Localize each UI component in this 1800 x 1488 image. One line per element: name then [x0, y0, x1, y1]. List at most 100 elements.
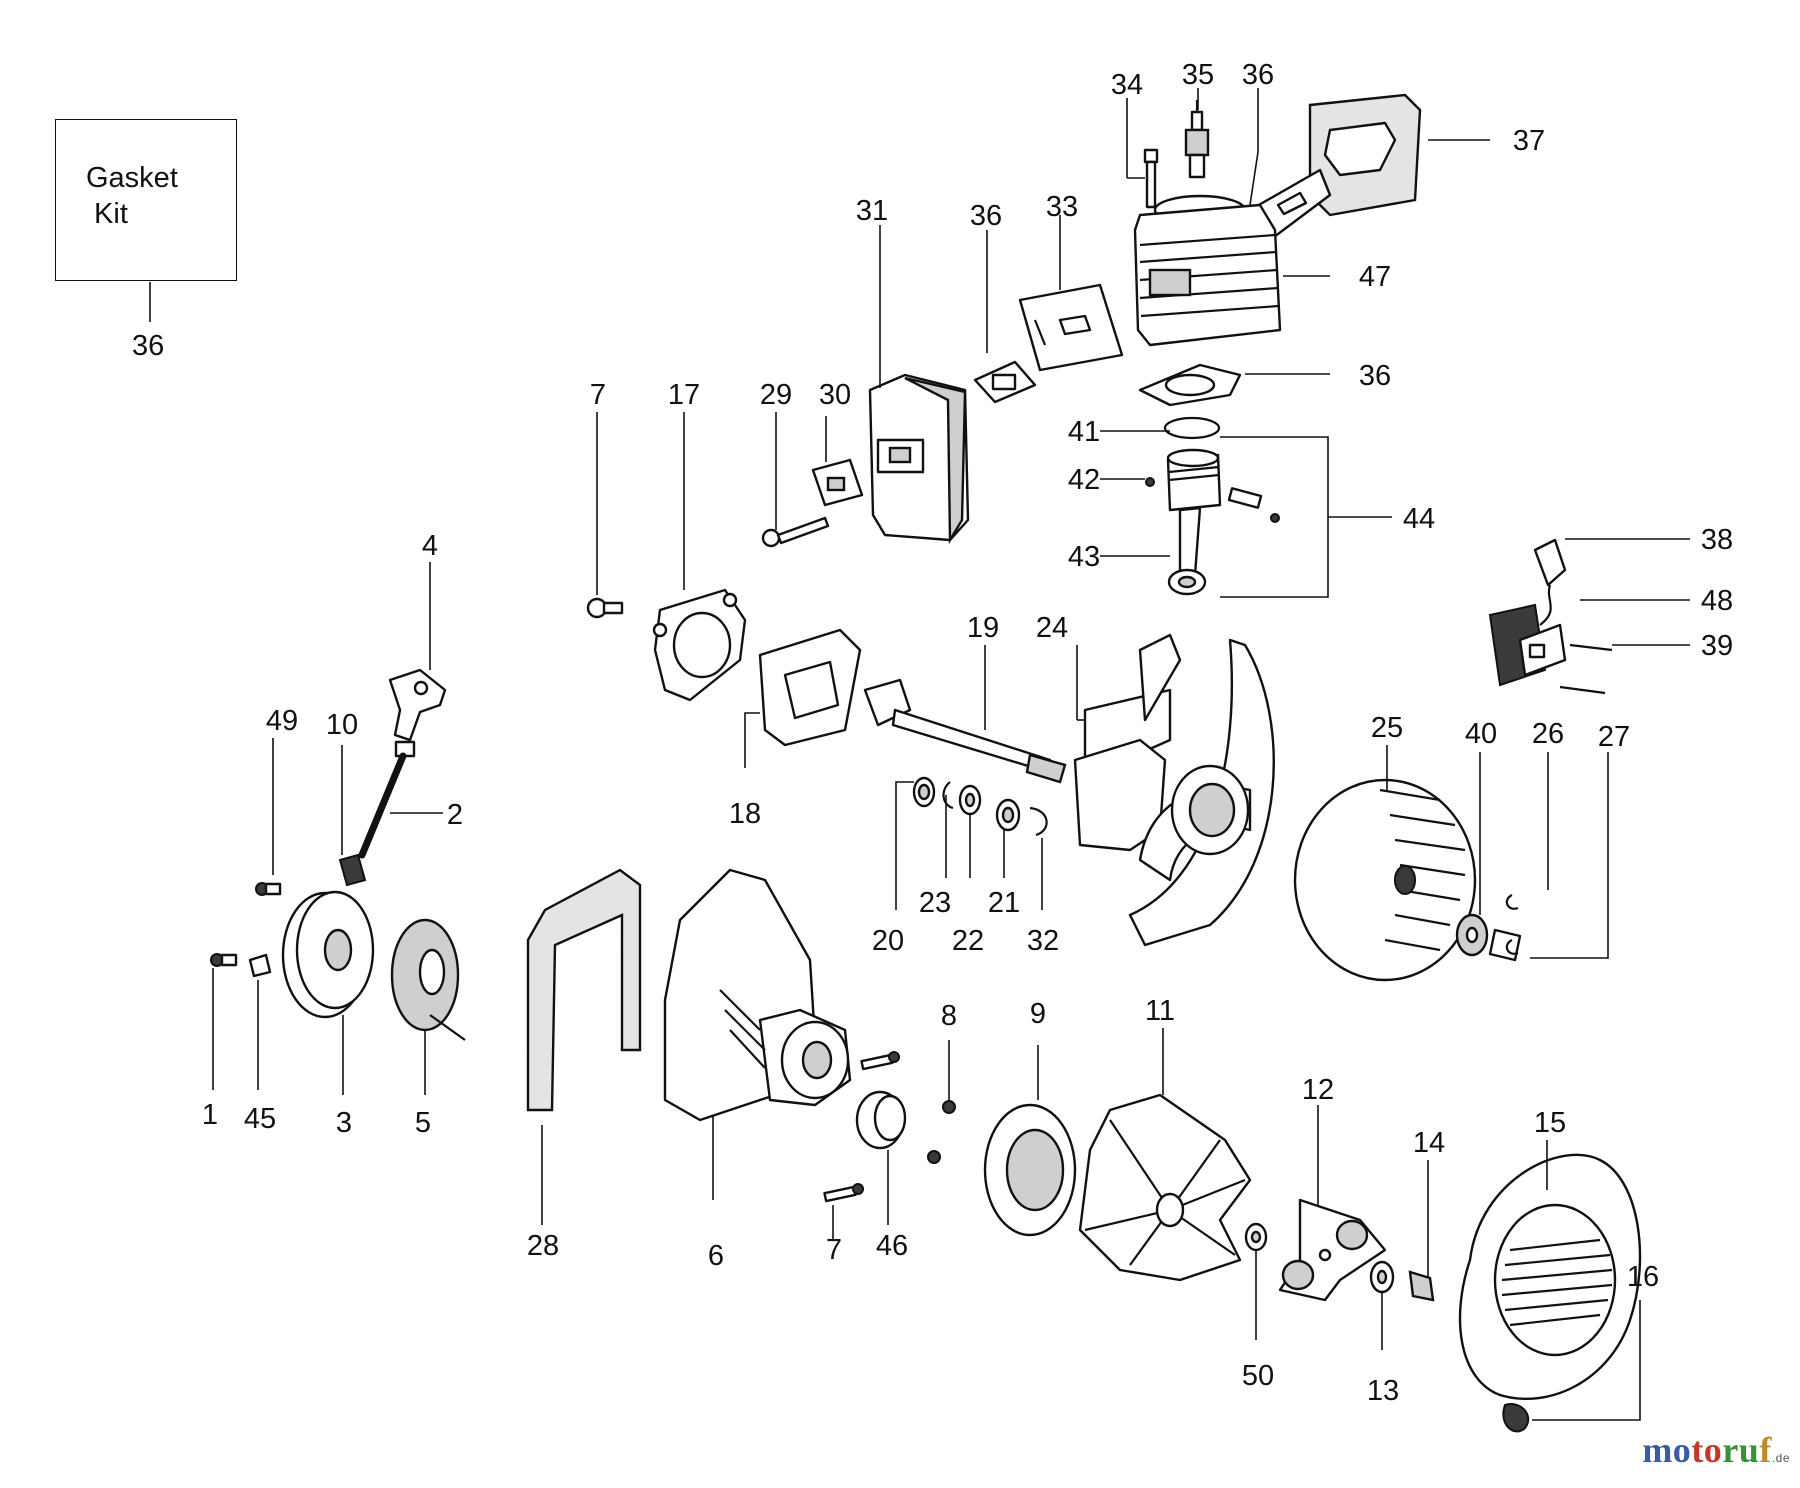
- callout-11: 11: [1145, 995, 1175, 1027]
- callout-6: 6: [708, 1240, 724, 1272]
- callout-35: 35: [1182, 59, 1214, 91]
- part-clip-16: [1502, 1403, 1530, 1433]
- gasket-kit-box: Gasket Kit: [55, 119, 237, 281]
- part-washer-13: [1369, 1260, 1395, 1294]
- callout-38: 38: [1701, 524, 1733, 556]
- callout-numbers: 34 35 36 37 31 36 33 47 7 17 29 30 36 41…: [202, 59, 1733, 1407]
- callout-26: 26: [1532, 718, 1564, 750]
- callout-40: 40: [1465, 718, 1497, 750]
- part-screw-1: [210, 953, 238, 967]
- callout-15: 15: [1534, 1107, 1566, 1139]
- callout-50: 50: [1242, 1360, 1274, 1392]
- callout-13: 13: [1367, 1375, 1399, 1407]
- part-screw-7c: [823, 1183, 864, 1203]
- callout-31: 31: [856, 195, 888, 227]
- callout-47: 47: [1359, 261, 1391, 293]
- callout-42: 42: [1068, 464, 1100, 496]
- callout-27: 27: [1598, 721, 1630, 753]
- callout-17: 17: [668, 379, 700, 411]
- part-pin-27: [1488, 928, 1522, 962]
- callout-41: 41: [1068, 416, 1100, 448]
- part-bearing-20: [912, 776, 936, 808]
- watermark-logo: motoruf.de: [1642, 1430, 1790, 1470]
- part-clip-lower: [1505, 939, 1519, 955]
- part-spark-plug: [1184, 100, 1210, 179]
- part-blower-cover: [1458, 1153, 1642, 1400]
- part-recoil-spring: [390, 918, 466, 1041]
- part-muffler: [868, 373, 970, 545]
- callout-12: 12: [1302, 1074, 1334, 1106]
- part-crankcase: [1073, 633, 1275, 947]
- part-screw-49: [255, 882, 282, 896]
- callout-49: 49: [266, 705, 298, 737]
- part-muffler-gasket: [811, 458, 864, 507]
- callout-36-head: 36: [1359, 360, 1391, 392]
- part-piston-ring: [1163, 416, 1221, 440]
- part-screw-7b: [860, 1051, 900, 1071]
- part-cylinder: [1133, 194, 1282, 347]
- callout-36-top: 36: [1242, 59, 1274, 91]
- callout-10: 10: [326, 709, 358, 741]
- part-gasket-exhaust: [973, 360, 1037, 404]
- callout-24: 24: [1036, 612, 1068, 644]
- callout-8: 8: [941, 1000, 957, 1032]
- part-intake-housing: [652, 588, 747, 702]
- callout-46: 46: [876, 1230, 908, 1262]
- callout-23: 23: [919, 887, 951, 919]
- callout-48: 48: [1701, 585, 1733, 617]
- part-small-spring: [338, 853, 367, 887]
- part-starter-pulley: [281, 890, 375, 1019]
- callout-34: 34: [1111, 69, 1143, 101]
- callout-7-top: 7: [590, 379, 606, 411]
- part-nut-14: [1408, 1270, 1435, 1302]
- callout-25: 25: [1371, 712, 1403, 744]
- part-ignition-module: [1488, 538, 1613, 695]
- callout-43: 43: [1068, 541, 1100, 573]
- callout-19: 19: [967, 612, 999, 644]
- gasket-kit-number: 36: [132, 330, 165, 362]
- part-washer-40: [1455, 913, 1489, 957]
- callout-9: 9: [1030, 998, 1046, 1030]
- callout-37: 37: [1513, 125, 1545, 157]
- callout-1: 1: [202, 1099, 218, 1131]
- part-air-filter-foam: [1308, 93, 1422, 217]
- part-flywheel: [1293, 778, 1477, 982]
- callout-2: 2: [447, 799, 463, 831]
- part-pawl: [248, 953, 272, 978]
- callout-30: 30: [819, 379, 851, 411]
- part-starter-rope: [358, 752, 407, 859]
- callout-45: 45: [244, 1103, 276, 1135]
- part-clip-23: [942, 781, 954, 810]
- part-crankshaft: [863, 678, 1067, 784]
- callout-36-shield: 36: [970, 200, 1002, 232]
- callout-44: 44: [1403, 503, 1435, 535]
- gasket-kit-label: Gasket Kit: [86, 162, 178, 230]
- callout-22: 22: [952, 925, 984, 957]
- part-clip-26: [1505, 894, 1519, 910]
- callout-29: 29: [760, 379, 792, 411]
- part-sleeve-46: [855, 1090, 907, 1150]
- part-cylinder-bolt: [1143, 148, 1159, 209]
- part-fan-impeller: [1078, 1093, 1252, 1282]
- part-drive-plate: [1278, 1198, 1387, 1302]
- callout-5: 5: [415, 1107, 431, 1139]
- part-bearing-21: [995, 798, 1021, 832]
- part-crankcase-gasket: [758, 628, 862, 747]
- callout-33: 33: [1046, 191, 1078, 223]
- leader-lines: [149, 88, 1690, 1421]
- part-screw-8: [927, 1100, 956, 1164]
- part-clip-32: [1029, 806, 1048, 837]
- callout-39: 39: [1701, 630, 1733, 662]
- callout-28: 28: [527, 1230, 559, 1262]
- part-muffler-bolt: [761, 516, 830, 548]
- part-fan-housing: [663, 868, 852, 1122]
- callout-7-bottom: 7: [826, 1234, 842, 1266]
- callout-32: 32: [1027, 925, 1059, 957]
- part-foam-seal: [526, 868, 642, 1112]
- callout-21: 21: [988, 887, 1020, 919]
- callout-18: 18: [729, 798, 761, 830]
- part-seal-22: [958, 784, 982, 816]
- callout-16: 16: [1627, 1261, 1659, 1293]
- callout-14: 14: [1413, 1127, 1445, 1159]
- part-heat-shield: [1018, 283, 1124, 372]
